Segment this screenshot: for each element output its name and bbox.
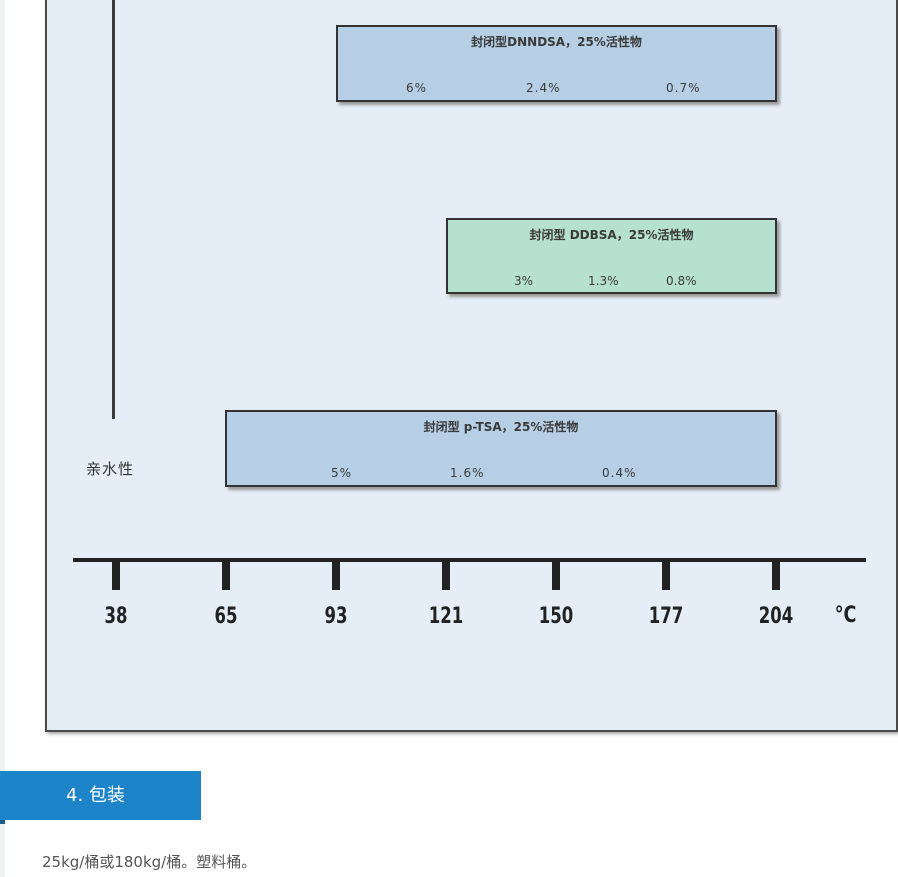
box-value: 0.7% (666, 81, 701, 95)
axis-tick-label: 38 (104, 604, 128, 629)
axis-tick-label: 93 (324, 604, 348, 629)
axis-tick (112, 560, 120, 590)
section-header-corner (0, 820, 5, 824)
hydrophilicity-label: 亲水性 (86, 460, 135, 478)
axis-tick-label: 150 (538, 604, 574, 629)
axis-tick-label: 177 (648, 604, 684, 629)
axis-tick-label: 65 (214, 604, 238, 629)
section-title: 4. 包装 (66, 785, 125, 806)
left-edge-strip (0, 0, 5, 877)
axis-tick (332, 560, 340, 590)
axis-tick-label: 204 (758, 604, 794, 629)
axis-tick (772, 560, 780, 590)
box-title: 封闭型DNNDSA，25%活性物 (471, 35, 642, 49)
box-value: 5% (331, 466, 353, 480)
box-title: 封闭型 p-TSA，25%活性物 (423, 420, 579, 434)
box-value: 0.8% (666, 274, 697, 288)
box-value: 0.4% (602, 466, 637, 480)
box-title: 封闭型 DDBSA，25%活性物 (529, 228, 694, 242)
axis-tick (442, 560, 450, 590)
temperature-unit: °C (834, 603, 857, 628)
diagram-frame (45, 0, 898, 732)
box-value: 1.6% (450, 466, 485, 480)
catalyst-box-ddbsa: 封闭型 DDBSA，25%活性物 3% 1.3% 0.8% (446, 218, 777, 294)
box-value: 1.3% (588, 274, 619, 288)
box-value: 2.4% (526, 81, 561, 95)
axis-tick-label: 121 (428, 604, 464, 629)
box-value: 6% (406, 81, 428, 95)
hydrophilicity-axis-line (112, 0, 115, 419)
temperature-axis (73, 558, 866, 562)
packaging-text: 25kg/桶或180kg/桶。塑料桶。 (42, 853, 257, 871)
axis-tick (552, 560, 560, 590)
catalyst-box-dnndsa: 封闭型DNNDSA，25%活性物 6% 2.4% 0.7% (336, 25, 777, 102)
box-value: 3% (514, 274, 534, 288)
catalyst-box-ptsa: 封闭型 p-TSA，25%活性物 5% 1.6% 0.4% (225, 410, 777, 487)
axis-tick (222, 560, 230, 590)
axis-tick (662, 560, 670, 590)
section-header-packaging: 4. 包装 (0, 771, 201, 820)
